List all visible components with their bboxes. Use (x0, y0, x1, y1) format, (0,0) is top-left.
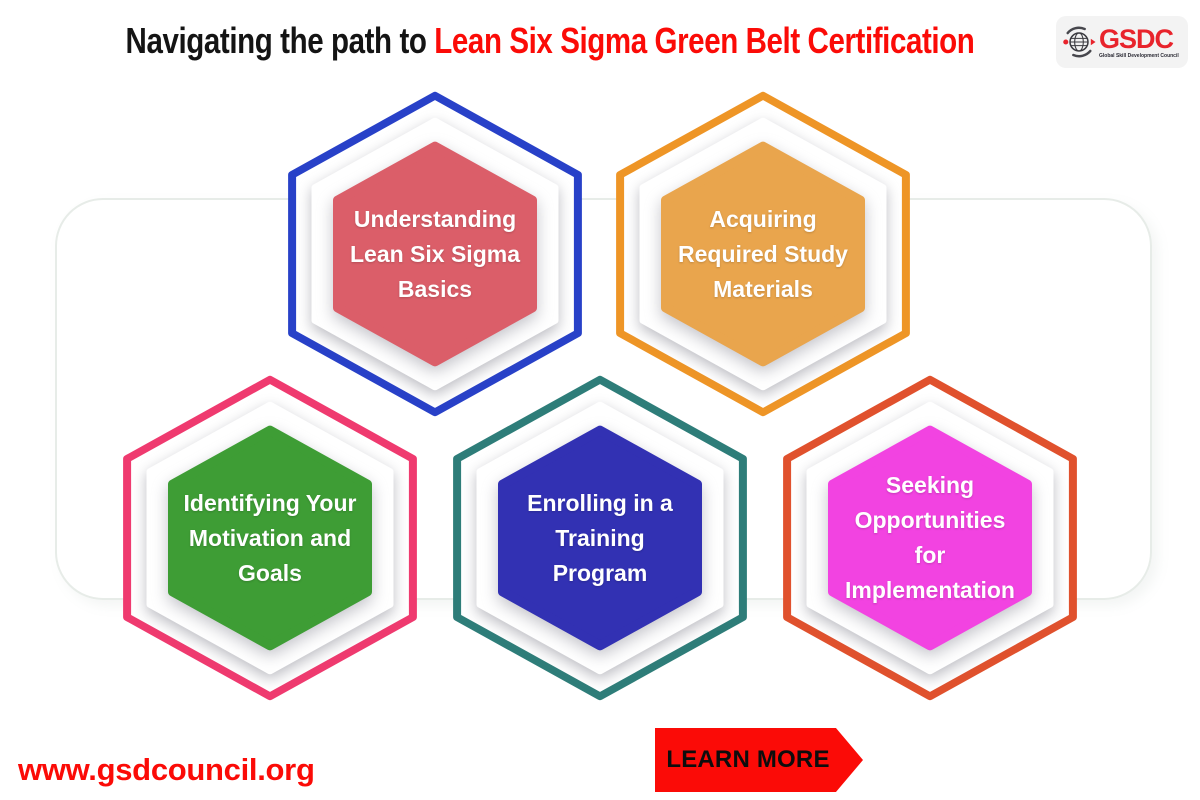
website-link[interactable]: www.gsdcouncil.org (18, 752, 315, 787)
title-highlight: Lean Six Sigma Green Belt Certification (434, 20, 975, 61)
step-label-line: Acquiring (709, 205, 817, 232)
step-label-line: Enrolling in a (527, 489, 673, 516)
step-label-line: Identifying Your (183, 489, 357, 516)
step-label: Understanding Lean Six Sigma Basics (310, 88, 560, 420)
step-label-line: Motivation and (188, 524, 352, 551)
step-label-line: Training (555, 524, 645, 551)
step-label-line: Lean Six Sigma (349, 240, 520, 267)
step-label-line: Required Study (678, 240, 848, 267)
step-label-line: Understanding (353, 205, 517, 232)
hexagon-core (828, 425, 1032, 651)
gsdc-logo: GSDC Global Skill Development Council (1056, 16, 1188, 68)
learn-more-button[interactable]: LEARN MORE (655, 728, 863, 792)
hexagon-core (661, 141, 865, 367)
step-label-line: Program (552, 559, 648, 586)
step-label-line: Implementation (845, 577, 1015, 603)
step-label-line: Materials (713, 275, 813, 302)
hexagon-core (168, 425, 372, 651)
hexagon-core (498, 425, 702, 651)
step-label: Identifying Your Motivation and Goals (145, 372, 395, 704)
step-label-line: Seeking (885, 472, 975, 498)
logo-text: GSDC Global Skill Development Council (1099, 23, 1179, 59)
step-hexagon-implementation: Seeking Opportunities for Implementation (780, 372, 1080, 704)
logo-acronym: GSDC (1099, 23, 1174, 54)
step-label-line: for (914, 542, 946, 568)
step-label: Enrolling in a Training Program (475, 372, 725, 704)
step-hexagon-study-materials: Acquiring Required Study Materials (613, 88, 913, 420)
step-hexagon-training-program: Enrolling in a Training Program (450, 372, 750, 704)
hexagon-core (333, 141, 537, 367)
logo-tagline: Global Skill Development Council (1099, 52, 1179, 59)
step-label: Acquiring Required Study Materials (638, 88, 888, 420)
step-hexagon-understanding-basics: Understanding Lean Six Sigma Basics (285, 88, 585, 420)
step-label-line: Opportunities (854, 507, 1006, 533)
title-prefix: Navigating the path to (125, 20, 435, 61)
step-label: Seeking Opportunities for Implementation (805, 372, 1055, 704)
page-title: Navigating the path to Lean Six Sigma Gr… (99, 20, 1001, 62)
step-label-line: Goals (238, 559, 302, 586)
step-hexagon-motivation-goals: Identifying Your Motivation and Goals (120, 372, 420, 704)
globe-icon (1063, 26, 1096, 58)
step-label-line: Basics (397, 275, 473, 302)
